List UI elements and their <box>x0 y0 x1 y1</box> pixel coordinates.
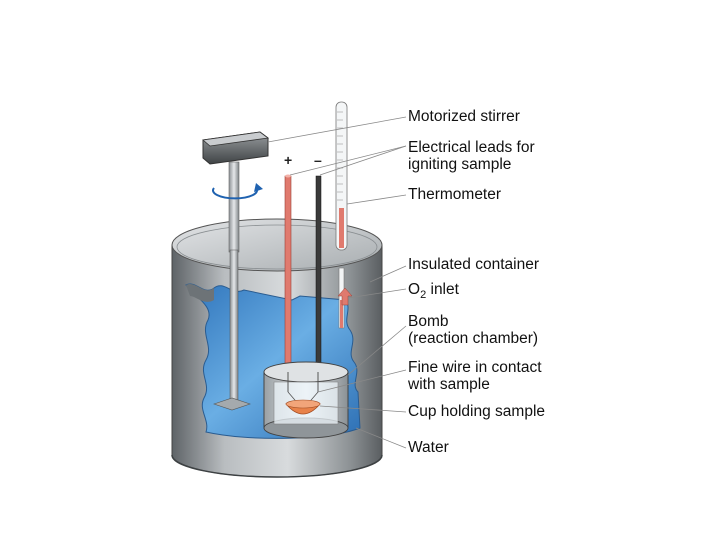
negative-sign: – <box>314 152 322 168</box>
label-fine-wire: Fine wire in contact with sample <box>408 359 542 393</box>
rotation-arrow-icon <box>212 183 263 200</box>
o2-inlet-pipe <box>337 287 353 306</box>
label-water: Water <box>408 439 449 456</box>
insulated-container <box>171 218 383 478</box>
positive-sign: + <box>284 152 293 168</box>
label-thermometer: Thermometer <box>408 186 502 203</box>
thermometer <box>335 101 348 329</box>
label-o2-inlet: O2 inlet <box>408 281 459 301</box>
label-cup: Cup holding sample <box>408 403 546 420</box>
label-electrical-leads: Electrical leads for igniting sample <box>408 139 535 173</box>
label-bomb: Bomb (reaction chamber) <box>408 313 539 347</box>
leader-lines <box>267 116 407 449</box>
label-insulated-container: Insulated container <box>408 256 539 273</box>
stirrer-paddle <box>213 397 251 411</box>
electrical-lead-negative <box>315 175 322 373</box>
electrical-lead-positive <box>284 174 292 373</box>
bomb-reaction-chamber <box>263 361 349 439</box>
stirrer <box>213 161 251 411</box>
label-motorized-stirrer: Motorized stirrer <box>408 108 520 125</box>
motor <box>202 131 270 165</box>
